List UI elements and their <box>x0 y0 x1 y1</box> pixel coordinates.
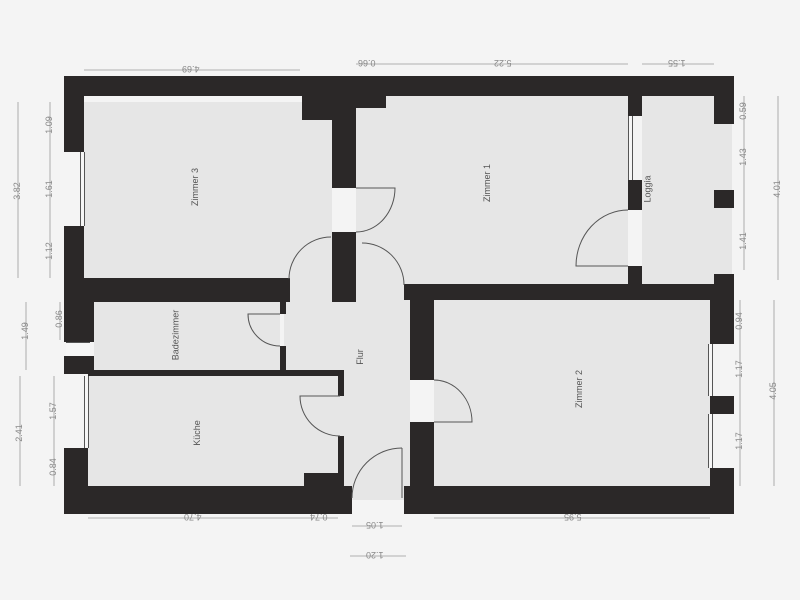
dim-top-small: 0.66 <box>358 58 376 68</box>
dim-right-loggia-seg1: 0.59 <box>737 102 748 120</box>
wall-z1-loggia-bot <box>628 266 642 284</box>
window-kueche <box>84 376 89 448</box>
dim-right-loggia-total: 4.01 <box>771 180 782 198</box>
dim-bottom-door-inner: 1.05 <box>366 520 384 530</box>
dim-right-z2-seg2: 1.17 <box>733 360 744 378</box>
wall-bad-flur-bot <box>280 346 286 370</box>
dim-left-bad-total: 1.49 <box>19 322 30 340</box>
wall-bad-kueche <box>88 370 344 376</box>
dim-left-kueche-seg1: 1.57 <box>47 402 58 420</box>
wall-z3-z1-upper <box>332 96 356 188</box>
wall-kueche-corner <box>304 473 340 487</box>
wall-left-bad2 <box>64 356 94 374</box>
room-label-kueche: Küche <box>191 420 202 446</box>
dim-right-z2-seg1: 0.94 <box>733 312 744 330</box>
room-label-zimmer1: Zimmer 1 <box>482 164 492 202</box>
wall-bottom-left <box>64 486 352 514</box>
wall-kueche-flur-top <box>338 370 344 396</box>
dim-left-z3-seg3: 1.12 <box>43 242 54 260</box>
dim-right-z2-seg3: 1.17 <box>733 432 744 450</box>
dim-left-bad-seg: 0.86 <box>53 310 64 328</box>
wall-bottom-right <box>404 486 734 514</box>
wall-loggia-right-bot <box>714 274 734 300</box>
dim-left-z3-total: 3.82 <box>11 182 22 200</box>
dim-bottom-kueche: 4.70 <box>184 512 202 522</box>
floor-zimmer2 <box>434 300 710 486</box>
door-zimmer3-icon <box>355 187 396 233</box>
wall-z1-bottom <box>404 284 734 300</box>
wall-loggia-right-top <box>714 96 734 124</box>
wall-z2-right-top <box>710 300 734 344</box>
wall-z3-z1-lower <box>332 232 356 302</box>
wall-z1-loggia-mid <box>628 180 642 210</box>
room-label-zimmer3: Zimmer 3 <box>190 168 200 206</box>
dim-left-kueche-seg2: 0.84 <box>47 458 58 476</box>
dim-top-zimmer1: 5.22 <box>494 58 512 68</box>
dim-top-loggia: 1.55 <box>668 58 686 68</box>
dim-left-z3-seg1: 1.09 <box>43 116 54 134</box>
wall-loggia-right-mid <box>714 190 734 208</box>
window-z1-loggia <box>628 116 633 182</box>
wall-z1-loggia-top <box>628 96 642 116</box>
wall-chimney <box>302 96 332 120</box>
room-label-badezimmer: Badezimmer <box>170 309 181 361</box>
dim-right-z2-total: 4.05 <box>767 382 778 400</box>
wall-bad-flur-top <box>280 302 286 314</box>
wall-flur-z2-upper <box>410 300 434 380</box>
wall-z2-right-mid <box>710 396 734 414</box>
dim-bottom-corner: 0.74 <box>310 512 328 522</box>
dim-left-z3-seg2: 1.61 <box>43 180 54 198</box>
floor-badezimmer <box>94 302 280 370</box>
wall-top <box>64 76 734 96</box>
room-label-loggia: Loggia <box>642 175 653 203</box>
window-z2-a <box>708 344 713 396</box>
window-z2-b <box>708 414 713 468</box>
dim-bottom-zimmer2: 5.95 <box>564 512 582 522</box>
room-label-flur: Flur <box>354 349 365 365</box>
wall-left-z3-bot <box>64 226 84 286</box>
wall-flur-z2-lower <box>410 422 434 486</box>
room-label-zimmer2: Zimmer 2 <box>574 370 584 408</box>
wall-z2-right-bot <box>710 468 734 514</box>
dim-left-kueche-total: 2.41 <box>13 424 24 442</box>
dim-bottom-door-outer: 1.20 <box>366 550 384 560</box>
wall-kueche-flur-bot <box>338 436 344 486</box>
dim-top-zimmer3: 4.69 <box>182 64 200 74</box>
wall-z3-bottom <box>84 278 290 302</box>
dim-right-loggia-seg2: 1.43 <box>737 148 748 166</box>
wall-left-z3-top <box>64 96 84 152</box>
dim-right-loggia-seg3: 1.41 <box>737 232 748 250</box>
window-zimmer3 <box>80 152 85 226</box>
